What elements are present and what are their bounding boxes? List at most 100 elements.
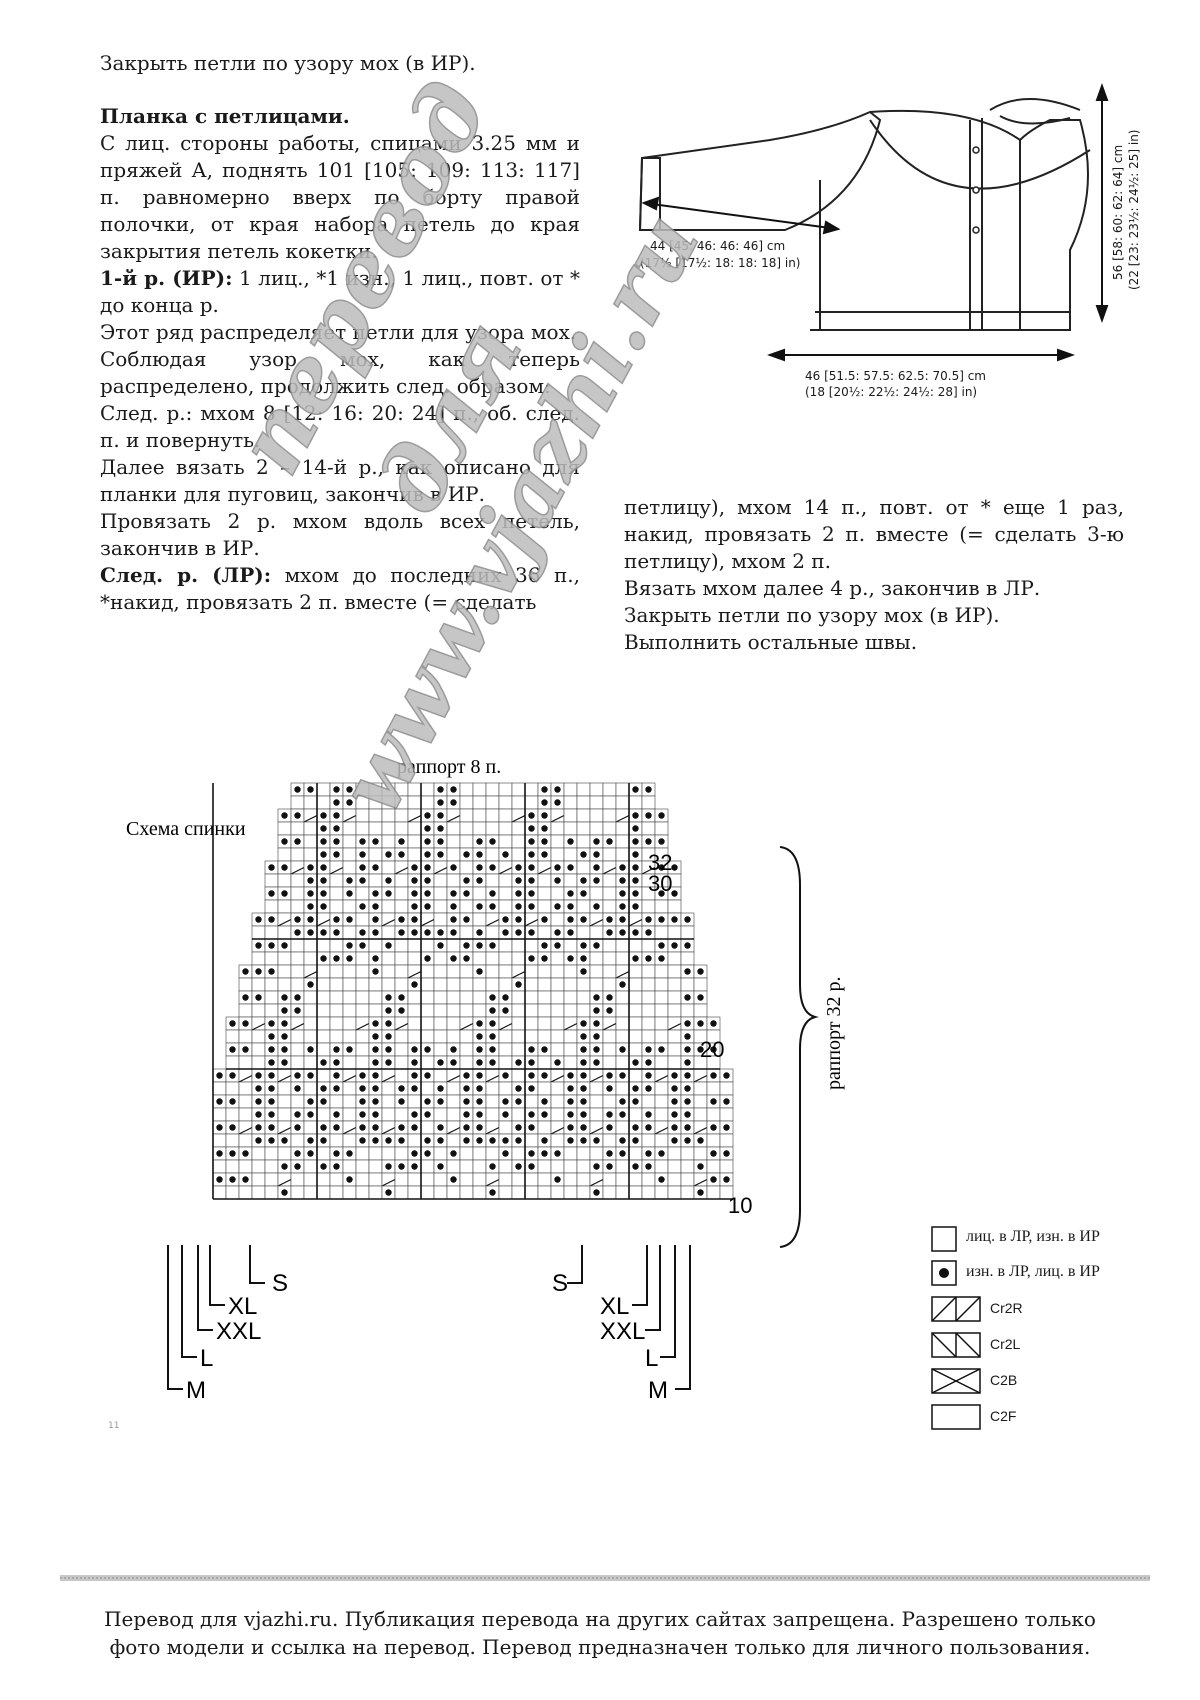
chart-cell <box>589 886 604 901</box>
purl-dot <box>658 1046 665 1053</box>
chart-cell <box>680 1146 695 1161</box>
purl-dot <box>606 1124 613 1131</box>
chart-cell <box>524 782 539 797</box>
chart-cell <box>381 1146 396 1161</box>
chart-cell <box>654 1016 669 1031</box>
row-label-32: 32 <box>648 850 672 875</box>
purl-dot <box>385 1046 392 1053</box>
chart-cell <box>459 795 474 810</box>
chart-cell <box>511 990 526 1005</box>
chart-cell <box>537 886 552 901</box>
chart-cell <box>654 1120 669 1135</box>
chart-cell <box>420 964 435 979</box>
purl-dot <box>424 851 431 858</box>
chart-cell <box>368 808 383 823</box>
purl-dot <box>333 812 340 819</box>
chart-cell <box>446 873 461 888</box>
chart-cell <box>355 782 370 797</box>
chart-cell <box>381 834 396 849</box>
chart-cell <box>251 1003 266 1018</box>
row1-label: 1-й р. (ИР): <box>100 266 233 290</box>
purl-dot <box>346 942 353 949</box>
purl-dot <box>606 994 613 1001</box>
chart-cell <box>407 951 422 966</box>
chart-cell <box>615 808 630 823</box>
purl-dot <box>502 1137 509 1144</box>
chart-cell <box>238 1159 253 1174</box>
chart-cell <box>511 795 526 810</box>
purl-dot <box>619 1137 626 1144</box>
chart-cell <box>329 1094 344 1109</box>
purl-dot <box>372 1098 379 1105</box>
chart-cell <box>290 964 305 979</box>
chart-cell <box>667 925 682 940</box>
chart-cell <box>589 951 604 966</box>
purl-dot <box>255 942 262 949</box>
chart-cell <box>394 1016 409 1031</box>
purl-dot <box>372 955 379 962</box>
chart-cell <box>446 1107 461 1122</box>
chart-cell <box>563 1185 578 1200</box>
chart-cell <box>641 938 656 953</box>
chart-cell <box>251 1042 266 1057</box>
purl-dot <box>333 825 340 832</box>
purl-dot <box>268 1085 275 1092</box>
chart-cell <box>602 1133 617 1148</box>
purl-dot <box>593 1059 600 1066</box>
purl-dot <box>528 838 535 845</box>
chart-cell <box>342 964 357 979</box>
chart-cell <box>589 1146 604 1161</box>
purl-dot <box>671 1111 678 1118</box>
chart-cell <box>303 964 318 979</box>
chart-cell <box>563 847 578 862</box>
chart-cell <box>667 1042 682 1057</box>
purl-dot <box>619 929 626 936</box>
chart-cell <box>303 990 318 1005</box>
chart-cell <box>563 1003 578 1018</box>
chart-cell <box>537 1003 552 1018</box>
purl-dot <box>593 1007 600 1014</box>
chart-cell <box>342 834 357 849</box>
purl-dot <box>424 1111 431 1118</box>
chart-cell <box>628 1042 643 1057</box>
purl-dot <box>606 1163 613 1170</box>
chart-cell <box>615 1172 630 1187</box>
purl-dot <box>619 1098 626 1105</box>
purl-dot <box>437 1137 444 1144</box>
purl-dot <box>320 1098 327 1105</box>
chart-cell <box>667 1172 682 1187</box>
chart-cell <box>602 1042 617 1057</box>
purl-dot <box>502 916 509 923</box>
purl-dot <box>632 877 639 884</box>
chart-cell <box>368 821 383 836</box>
purl-dot <box>476 1098 483 1105</box>
purl-dot <box>320 1085 327 1092</box>
purl-dot <box>528 1124 535 1131</box>
chart-cell <box>680 1185 695 1200</box>
purl-dot <box>359 942 366 949</box>
purl-dot <box>684 916 691 923</box>
purl-dot <box>502 1072 509 1079</box>
chart-cell <box>680 977 695 992</box>
purl-dot <box>684 1085 691 1092</box>
chart-cell <box>446 1185 461 1200</box>
chart-cell <box>290 951 305 966</box>
chart-cell <box>381 1107 396 1122</box>
purl-dot <box>333 1072 340 1079</box>
purl-dot <box>333 916 340 923</box>
chart-cell <box>407 782 422 797</box>
chart-cell <box>355 964 370 979</box>
chart-cell <box>589 1094 604 1109</box>
chart-cell <box>641 964 656 979</box>
chart-cell <box>498 886 513 901</box>
chart-cell <box>589 821 604 836</box>
purl-dot <box>554 1176 561 1183</box>
purl-dot <box>320 812 327 819</box>
purl-dot <box>333 799 340 806</box>
purl-dot <box>619 890 626 897</box>
chart-cell <box>329 1185 344 1200</box>
purl-dot <box>567 1072 574 1079</box>
chart-cell <box>693 1094 708 1109</box>
purl-dot <box>294 929 301 936</box>
chart-cell <box>563 1172 578 1187</box>
